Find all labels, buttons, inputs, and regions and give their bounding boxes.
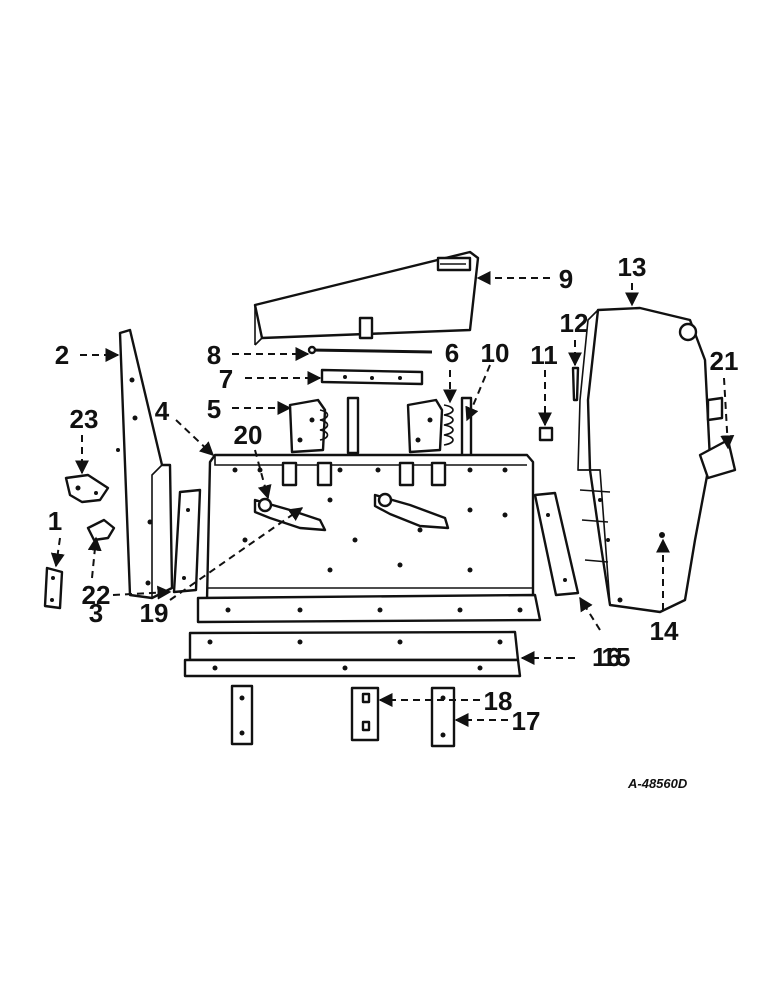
callout-17: 17 <box>512 706 541 736</box>
callout-2: 2 <box>55 340 69 370</box>
part-strip-3 <box>172 488 202 594</box>
callout-14: 14 <box>650 616 679 646</box>
part-latch-right-20 <box>373 492 450 530</box>
callout-7: 7 <box>219 364 233 394</box>
callout-5: 5 <box>207 394 221 424</box>
leader-lines <box>50 271 735 727</box>
part-bolt-14 <box>659 532 665 538</box>
callout-12: 12 <box>560 308 589 338</box>
part-rod-8 <box>307 345 433 355</box>
part-main-frame-4 <box>196 453 542 624</box>
part-clip-22 <box>86 518 116 542</box>
part-plate-18 <box>350 686 380 742</box>
part-pin-10 <box>460 396 473 458</box>
part-plate-left <box>230 684 254 746</box>
part-housing-13 <box>577 306 737 614</box>
part-plate-17 <box>430 686 456 748</box>
part-link-1 <box>43 566 64 610</box>
callout-6: 6 <box>445 338 459 368</box>
callout-23: 23 <box>70 404 99 434</box>
callout-19: 19 <box>140 598 169 628</box>
part-strip-15 <box>533 491 580 597</box>
callout-9: 9 <box>559 264 573 294</box>
part-bar-7 <box>320 368 424 386</box>
part-shield-9 <box>253 250 480 346</box>
part-angle-16 <box>183 630 522 678</box>
drawing-reference: A-48560D <box>627 776 688 791</box>
callout-15: 15 <box>602 642 631 672</box>
callout-13: 13 <box>618 252 647 282</box>
callout-20: 20 <box>234 420 263 450</box>
callout-22: 22 <box>82 580 111 610</box>
callout-16: 16 <box>592 642 621 672</box>
part-bracket-23 <box>64 473 110 504</box>
part-side-plate-2 <box>116 328 174 600</box>
part-bracket-left-5 <box>288 396 360 455</box>
part-fitting-21 <box>706 396 724 422</box>
callout-8: 8 <box>207 340 221 370</box>
callout-labels: 1 2 3 4 5 6 7 8 9 10 11 12 13 14 15 16 1… <box>48 252 739 736</box>
callout-3: 3 <box>89 598 103 628</box>
callout-21: 21 <box>710 346 739 376</box>
callout-1: 1 <box>48 506 62 536</box>
part-bracket-right-5 <box>406 398 444 454</box>
part-spring-6 <box>443 404 454 446</box>
callout-18: 18 <box>484 686 513 716</box>
part-pin-12 <box>571 366 580 402</box>
part-block-11 <box>538 426 554 442</box>
callout-11: 11 <box>530 340 558 370</box>
callout-4: 4 <box>155 396 170 426</box>
callout-10: 10 <box>481 338 510 368</box>
